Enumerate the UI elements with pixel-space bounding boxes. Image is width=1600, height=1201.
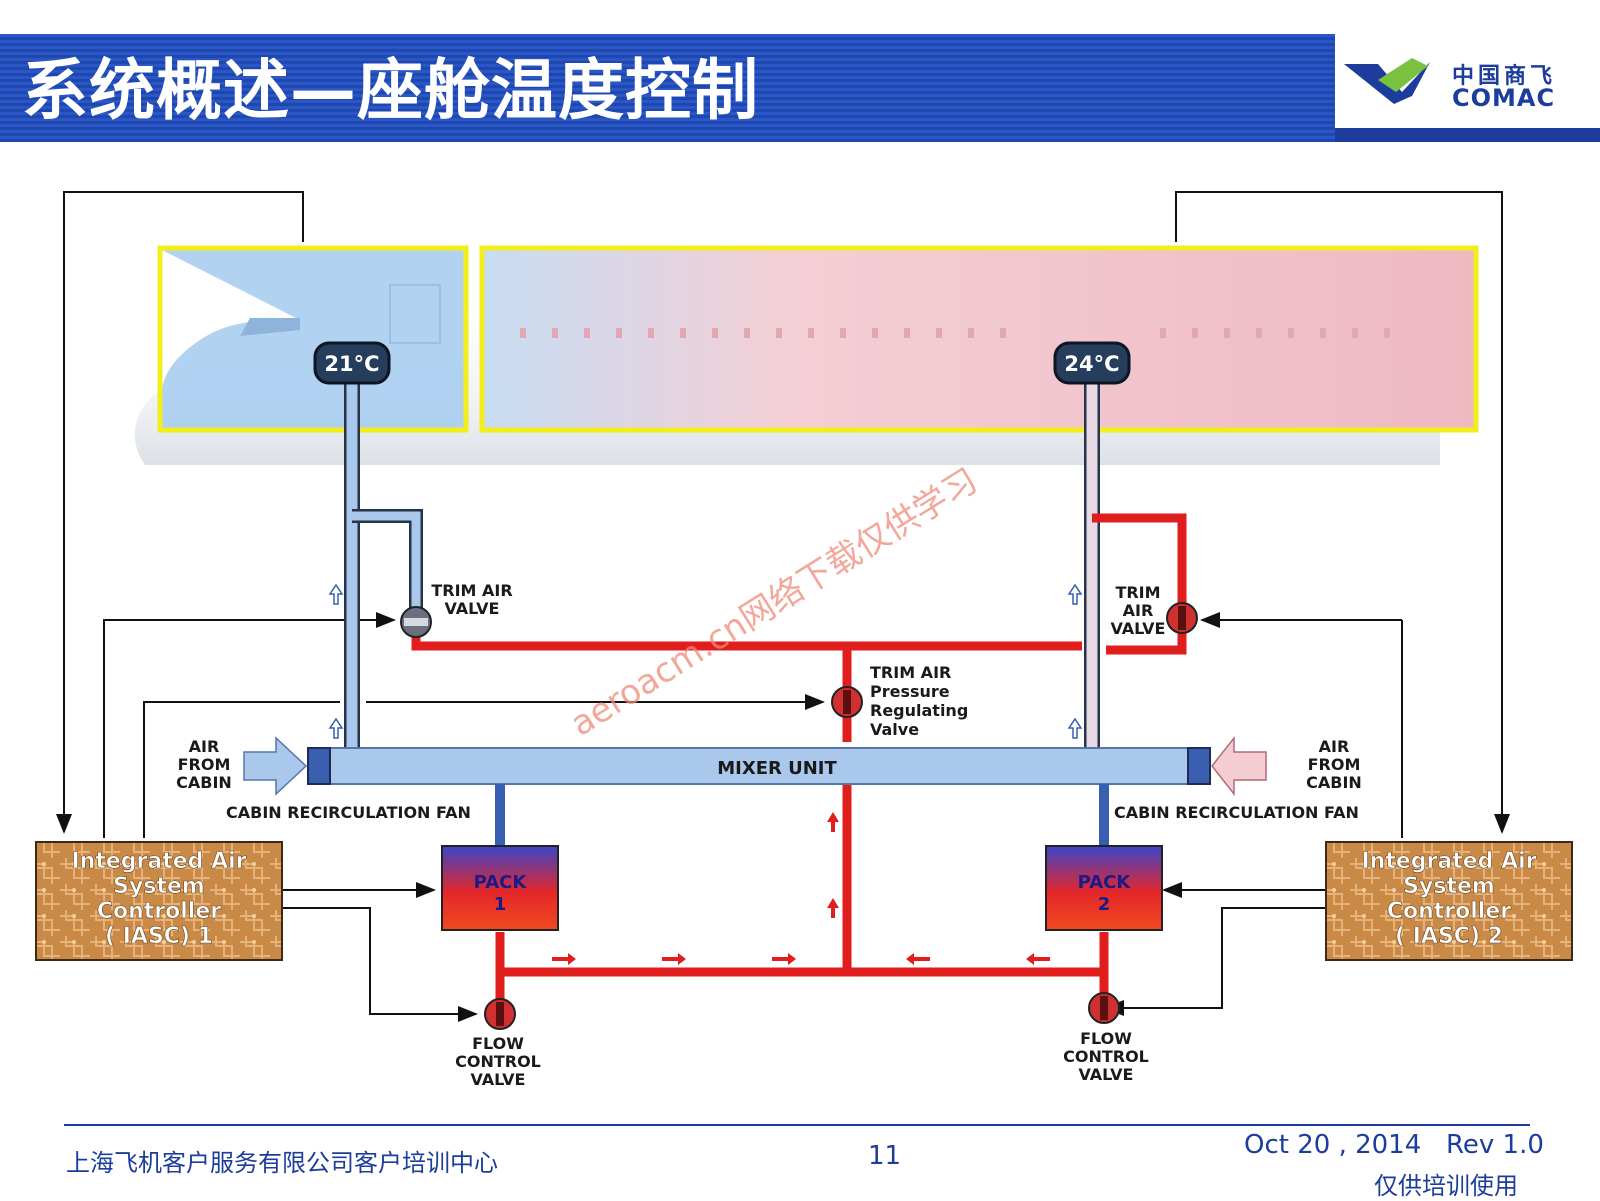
fcv-right-line1: FLOW: [1080, 1029, 1132, 1048]
pack1-line1: PACK: [474, 872, 528, 893]
hot-air-arrows: [552, 812, 1050, 965]
fcv-left-line2: CONTROL: [455, 1052, 541, 1071]
trim-air-prv-line1: TRIM AIR: [870, 663, 951, 682]
footer-date: Oct 20 , 2014: [1244, 1130, 1422, 1160]
pack-1: [441, 845, 559, 931]
flow-control-valve-left: [484, 998, 516, 1030]
iasc1-line3: Controller: [97, 899, 221, 924]
recirc-fan-left-label: CABIN RECIRCULATION FAN: [226, 803, 471, 822]
logo-en-text: COMAC: [1452, 84, 1556, 112]
cabin-zone: [484, 250, 1474, 428]
trim-air-valve-right: [1166, 602, 1198, 634]
trim-air-valve-left: [400, 606, 432, 638]
footer-revision: Rev 1.0: [1446, 1130, 1544, 1160]
left-blue-duct: [344, 378, 423, 756]
airflow-up-arrows: [328, 583, 1083, 739]
air-from-cabin-right-line3: CABIN: [1306, 773, 1362, 792]
pack1-line2: 1: [494, 894, 507, 915]
air-from-cabin-left-line3: CABIN: [176, 773, 232, 792]
temp-badge-left: [313, 341, 391, 385]
fcv-left-line3: VALVE: [471, 1070, 526, 1089]
trim-air-valve-left-line1: TRIM AIR: [431, 581, 512, 600]
air-from-cabin-left-line2: FROM: [178, 755, 231, 774]
iasc1-line4: ( IASC) 1: [105, 924, 213, 949]
trim-air-valve-left-line2: VALVE: [445, 599, 500, 618]
footer-company: 上海飞机客户服务有限公司客户培训中心: [66, 1149, 498, 1177]
flight-deck-zone: [161, 250, 466, 428]
footer-note: 仅供培训使用: [1374, 1172, 1518, 1200]
footer-divider: [64, 1124, 1530, 1126]
air-from-cabin-left-arrow: [243, 736, 308, 796]
air-from-cabin-right-arrow: [1211, 735, 1267, 797]
trim-air-prv-line3: Regulating: [870, 701, 968, 720]
header-title-strip: [0, 34, 1335, 142]
mixer-unit-label: MIXER UNIT: [717, 758, 837, 779]
air-from-cabin-right-line2: FROM: [1308, 755, 1361, 774]
iasc-1-box: [35, 841, 283, 961]
fcv-right-line2: CONTROL: [1063, 1047, 1149, 1066]
flight-deck-zone-outline: [157, 245, 469, 433]
cabin-windows: [520, 328, 1390, 338]
trim-air-prv-line2: Pressure: [870, 682, 950, 701]
cockpit-window: [240, 318, 300, 336]
prv-labels: TRIM AIR Pressure Regulating Valve CABIN…: [226, 663, 1359, 822]
page-title: 系统概述—座舱温度控制: [22, 52, 759, 129]
trim-air-prv: [831, 686, 863, 718]
pack-2: [1045, 845, 1163, 931]
trim-air-prv-line4: Valve: [870, 720, 919, 739]
iasc2-line2: System: [1403, 874, 1495, 899]
trim-air-ducts: [411, 622, 1109, 1014]
temp-right-label: 24°C: [1064, 352, 1119, 376]
footer-page-number: 11: [868, 1141, 902, 1171]
iasc1-line1: Integrated Air: [72, 849, 247, 874]
trim-air-valve-right-line3: VALVE: [1111, 619, 1166, 638]
trim-air-valve-right-line1: TRIM: [1115, 583, 1160, 602]
temp-badge-right: [1053, 341, 1131, 385]
cabin-temperature-diagram: MIXER UNIT 21°C 24°C TRIM AIR VALVE TRIM: [35, 191, 1573, 1089]
iasc2-line4: ( IASC) 2: [1395, 924, 1503, 949]
cabin-zone-outline: [479, 245, 1479, 433]
right-duct: [1084, 378, 1187, 756]
door-outline: [389, 284, 441, 344]
recirc-fan-right-label: CABIN RECIRCULATION FAN: [1114, 803, 1359, 822]
pack2-line2: 2: [1098, 894, 1111, 915]
air-from-cabin-left-line1: AIR: [189, 737, 220, 756]
iasc-labels: Integrated Air System Controller ( IASC)…: [71, 849, 1537, 950]
control-lines: [56, 191, 1510, 1022]
iasc2-line1: Integrated Air: [1362, 849, 1537, 874]
recirc-fan-right-icon: [1187, 747, 1211, 785]
air-from-cabin-right-line1: AIR: [1319, 737, 1350, 756]
temp-left-label: 21°C: [324, 352, 379, 376]
fcv-left-line1: FLOW: [472, 1034, 524, 1053]
iasc1-line2: System: [113, 874, 205, 899]
trim-air-valve-right-line2: AIR: [1123, 601, 1154, 620]
diagram-labels: TRIM AIR VALVE TRIM AIR VALVE AIR FROM C…: [176, 581, 1362, 1089]
iasc2-line3: Controller: [1387, 899, 1511, 924]
pack2-line1: PACK: [1078, 872, 1132, 893]
pack-labels: PACK 1 PACK 2: [474, 872, 1132, 915]
flow-control-valve-right: [1088, 992, 1120, 1024]
iasc-2-box: [1325, 841, 1573, 961]
logo-cn-text: 中国商飞: [1452, 64, 1557, 89]
recirc-fan-left-icon: [307, 747, 331, 785]
fcv-right-line3: VALVE: [1079, 1065, 1134, 1084]
